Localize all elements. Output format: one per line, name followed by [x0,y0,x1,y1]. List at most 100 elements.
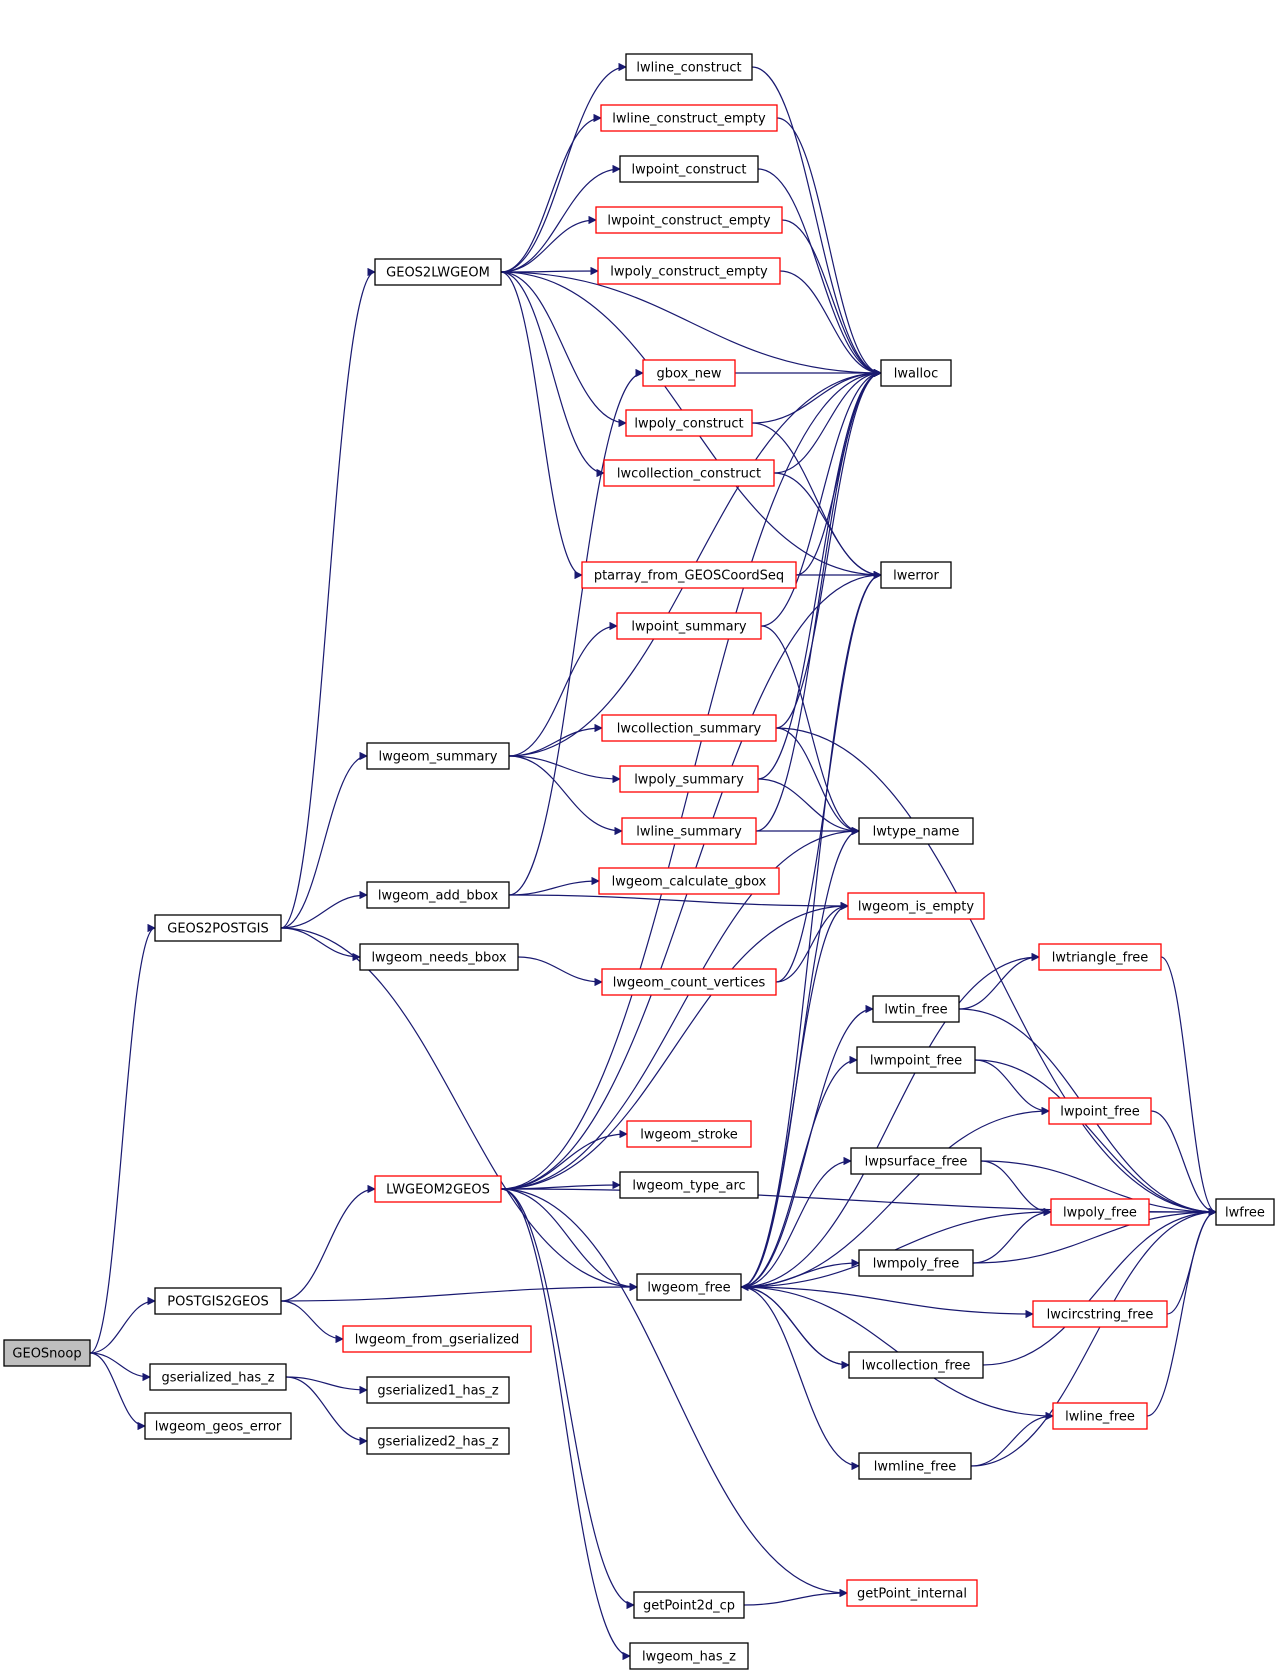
node-lwcollection-free[interactable]: lwcollection_free [848,1351,984,1379]
node-lwcircstring-free[interactable]: lwcircstring_free [1032,1300,1168,1328]
edge-lwmpoly-free-to-lwpoly-free [972,1207,1052,1264]
node-label: gserialized1_has_z [377,1384,498,1399]
node-lwpoint-free[interactable]: lwpoint_free [1048,1097,1152,1125]
node-box [366,881,510,909]
edge-lwcollection-free-to-lwfree [982,1207,1217,1366]
node-box [1215,1198,1275,1226]
node-box [1050,1198,1150,1226]
node-box [597,257,781,285]
node-box [601,968,777,996]
node-gbox-new[interactable]: gbox_new [642,359,736,387]
node-box [846,1579,978,1607]
node-box [619,155,759,183]
node-lwgeom-is-empty[interactable]: lwgeom_is_empty [847,892,985,920]
edge-lwgeom2-geos-to-lwgeom-stroke [500,1129,628,1190]
node-lwmpoint-free[interactable]: lwmpoint_free [856,1046,976,1074]
node-gserialized-has-z[interactable]: gserialized_has_z [149,1363,287,1391]
node-box [154,1287,282,1315]
node-label: gserialized_has_z [161,1371,274,1386]
node-label: lwtin_free [884,1003,947,1018]
node-lwline-free[interactable]: lwline_free [1052,1402,1148,1430]
node-label: lwcollection_free [862,1359,971,1374]
node-get-point-internal[interactable]: getPoint_internal [846,1579,978,1607]
node-box [1032,1300,1168,1328]
node-label: GEOS2LWGEOM [386,266,490,281]
node-lwgeom-summary[interactable]: lwgeom_summary [366,742,510,770]
node-lwpoly-summary[interactable]: lwpoly_summary [619,765,759,793]
node-gserialized1-has-z[interactable]: gserialized1_has_z [366,1376,510,1404]
node-lwgeom-needs-bbox[interactable]: lwgeom_needs_bbox [359,943,519,971]
node-postgis2-geos[interactable]: POSTGIS2GEOS [154,1287,282,1315]
node-label: lwgeom_is_empty [858,900,975,915]
node-label: lwgeom_has_z [642,1650,736,1665]
node-lwmpoly-free[interactable]: lwmpoly_free [858,1249,974,1277]
node-lwgeom2-geos[interactable]: LWGEOM2GEOS [374,1175,502,1203]
node-box [144,1412,292,1440]
nodes-layer: GEOSnoopGEOS2POSTGISPOSTGIS2GEOSgseriali… [3,53,1275,1670]
node-box [858,1249,974,1277]
edge-geos2-postgis-to-lwgeom-free [280,927,638,1292]
node-lwpoly-free[interactable]: lwpoly_free [1050,1198,1150,1226]
node-label: LWGEOM2GEOS [386,1183,490,1198]
node-box [633,1591,745,1619]
edge-lwgeom-add-bbox-to-lwgeom-is-empty [508,894,849,911]
node-lwtype-name[interactable]: lwtype_name [858,817,974,845]
node-box [880,359,952,387]
node-lwgeom-geos-error[interactable]: lwgeom_geos_error [144,1412,292,1440]
node-box [581,561,797,589]
edge-lwcollection-summary-to-lwalloc [775,368,882,729]
node-lwpoly-construct-empty[interactable]: lwpoly_construct_empty [597,257,781,285]
node-lwgeom-free[interactable]: lwgeom_free [636,1273,742,1301]
node-lwpsurface-free[interactable]: lwpsurface_free [850,1147,982,1175]
node-label: lwline_summary [636,825,742,840]
node-label: lwgeom_from_gserialized [355,1333,520,1348]
node-lwline-construct[interactable]: lwline_construct [625,53,753,81]
node-lwtin-free[interactable]: lwtin_free [872,995,960,1023]
edge-lwcollection-construct-to-lwerror [773,472,882,580]
node-lwgeom-stroke[interactable]: lwgeom_stroke [626,1120,752,1148]
edge-lwpoint-summary-to-lwtype-name [760,625,860,836]
edge-geos2-postgis-to-lwgeom-summary [280,751,368,929]
node-lwgeom-has-z[interactable]: lwgeom_has_z [629,1642,749,1670]
edge-geos2-postgis-to-lwgeom-add-bbox [280,890,368,929]
node-lwerror[interactable]: lwerror [880,561,952,589]
edge-lwgeom-summary-to-lwpoint-summary [508,621,618,757]
node-lwalloc[interactable]: lwalloc [880,359,952,387]
edge-lwgeom2-geos-to-get-point-internal [500,1188,848,1598]
node-lwpoly-construct[interactable]: lwpoly_construct [625,409,753,437]
node-box [154,914,282,942]
node-ptarray-from-geoscoord-seq[interactable]: ptarray_from_GEOSCoordSeq [581,561,797,589]
node-lwpoint-summary[interactable]: lwpoint_summary [616,612,762,640]
node-lwline-construct-empty[interactable]: lwline_construct_empty [600,104,778,132]
node-lwpoint-construct[interactable]: lwpoint_construct [619,155,759,183]
node-lwfree[interactable]: lwfree [1215,1198,1275,1226]
node-lwgeom-count-vertices[interactable]: lwgeom_count_vertices [601,968,777,996]
node-lwgeom-type-arc[interactable]: lwgeom_type_arc [619,1171,759,1199]
node-get-point2d-cp[interactable]: getPoint2d_cp [633,1591,745,1619]
edge-geos2-lwgeom-to-lwline-construct-empty [500,113,602,273]
node-lwgeom-add-bbox[interactable]: lwgeom_add_bbox [366,881,510,909]
edge-lwgeom-free-to-lwerror [740,570,882,1288]
node-gserialized2-has-z[interactable]: gserialized2_has_z [366,1427,510,1455]
edge-lwline-summary-to-lwalloc [755,368,882,832]
node-lwmline-free[interactable]: lwmline_free [858,1452,972,1480]
node-geos2-postgis[interactable]: GEOS2POSTGIS [154,914,282,942]
node-lwcollection-construct[interactable]: lwcollection_construct [603,459,775,487]
edge-lwline-free-to-lwfree [1146,1207,1217,1417]
node-lwtriangle-free[interactable]: lwtriangle_free [1038,943,1162,971]
node-label: lwgeom_summary [379,750,498,765]
node-lwpoint-construct-empty[interactable]: lwpoint_construct_empty [595,206,783,234]
node-lwline-summary[interactable]: lwline_summary [621,817,757,845]
node-lwcollection-summary[interactable]: lwcollection_summary [601,714,777,742]
edge-gserialized-has-z-to-gserialized2-has-z [285,1376,368,1446]
node-box [601,714,777,742]
node-lwgeom-from-gserialized[interactable]: lwgeom_from_gserialized [342,1325,532,1353]
node-box [858,1452,972,1480]
node-geos2-lwgeom[interactable]: GEOS2LWGEOM [374,258,502,286]
node-lwgeom-calculate-gbox[interactable]: lwgeom_calculate_gbox [598,867,780,895]
edge-lwgeom2-geos-to-lwgeom-free [500,1188,638,1292]
node-label: lwgeom_needs_bbox [371,951,506,966]
edge-lwpoly-summary-to-lwalloc [757,368,882,780]
edge-geos2-lwgeom-to-lwline-construct [500,62,627,273]
node-box [342,1325,532,1353]
